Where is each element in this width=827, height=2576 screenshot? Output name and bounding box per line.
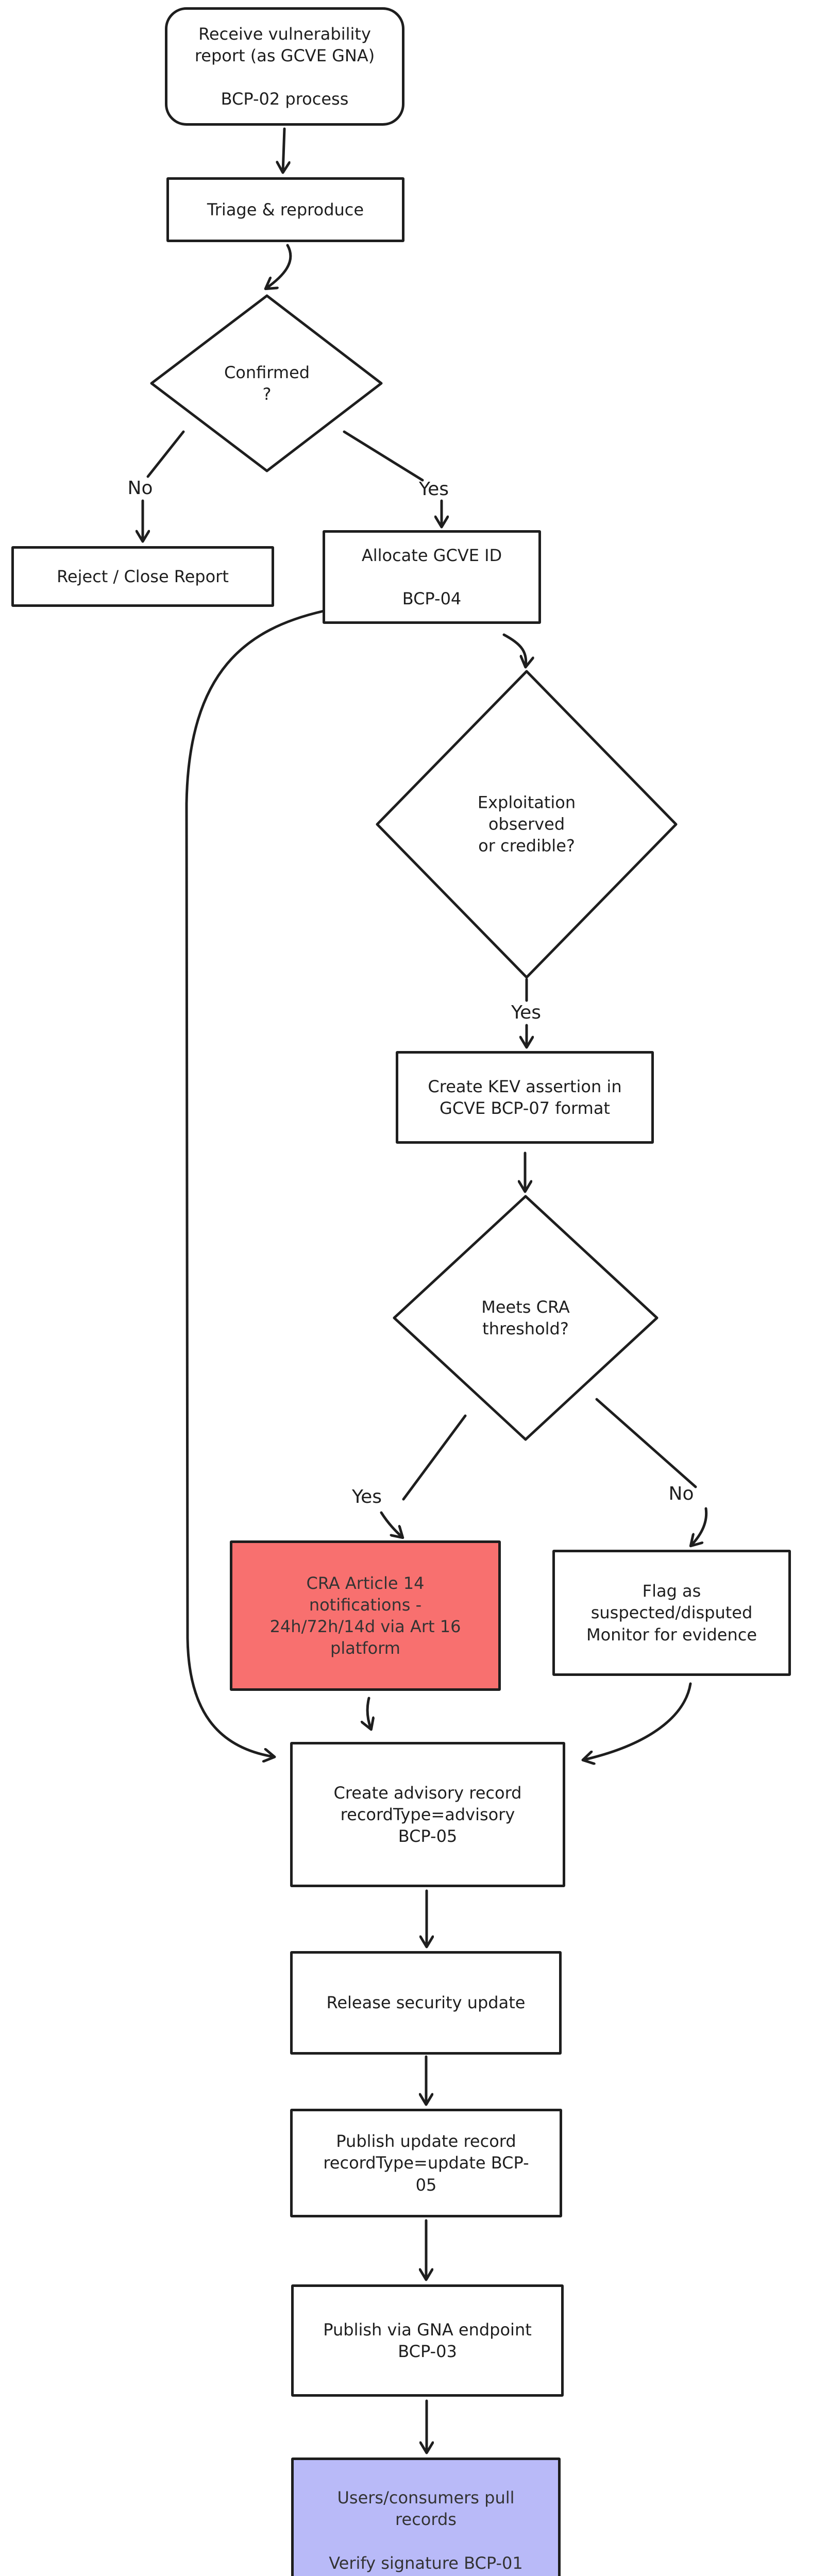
node-create-advisory: Create advisory record recordType=adviso… <box>290 1742 565 1887</box>
edge-start-triage <box>283 127 284 172</box>
decision-confirmed-shape <box>150 294 383 472</box>
edge-label-meets-cra-yes: Yes <box>351 1486 382 1508</box>
node-cra-article14: CRA Article 14 notifications - 24h/72h/1… <box>230 1540 501 1691</box>
decision-exploitation-label: Exploitation observed or credible? <box>477 792 576 856</box>
node-reject: Reject / Close Report <box>11 546 274 607</box>
node-publish-gna-endpoint: Publish via GNA endpoint BCP-03 <box>291 2284 564 2397</box>
edge-allocate-exploitation <box>502 633 526 667</box>
node-flag-suspected: Flag as suspected/disputed Monitor for e… <box>552 1550 791 1676</box>
edge-meetscra-yes-segment <box>402 1414 467 1501</box>
decision-meets-cra-shape <box>393 1195 659 1441</box>
node-kev-assertion: Create KEV assertion in GCVE BCP-07 form… <box>396 1051 654 1144</box>
edge-triage-confirmed <box>266 244 292 289</box>
node-allocate-gcve-id: Allocate GCVE ID BCP-04 <box>323 530 541 624</box>
edge-label-confirmed-no: No <box>127 478 153 499</box>
edge-confirmed-no-segment <box>146 430 185 478</box>
edge-meetscra-no-segment <box>595 1398 697 1488</box>
edge-no-flag <box>691 1507 708 1546</box>
node-users-pull-records: Users/consumers pull records Verify sign… <box>291 2458 561 2576</box>
edge-cranotify-advisory <box>367 1697 371 1729</box>
edge-flag-advisory <box>583 1682 692 1760</box>
decision-meets-cra-label: Meets CRA threshold? <box>481 1297 570 1338</box>
node-receive-report: Receive vulnerability report (as GCVE GN… <box>165 7 404 126</box>
edge-label-meets-cra-no: No <box>668 1483 694 1505</box>
decision-confirmed-label: Confirmed ? <box>224 362 310 404</box>
edge-label-exploitation-yes: Yes <box>511 1002 542 1024</box>
edge-allocate-advisory-long <box>185 609 325 1757</box>
node-triage: Triage & reproduce <box>166 177 404 242</box>
node-release-update: Release security update <box>290 1951 562 2055</box>
edge-confirmed-yes-segment <box>343 430 424 482</box>
node-publish-update-record: Publish update record recordType=update … <box>290 2109 562 2217</box>
edge-label-confirmed-yes: Yes <box>418 479 449 500</box>
edge-yes-cranotify <box>380 1511 402 1537</box>
decision-exploitation-shape <box>376 670 678 979</box>
